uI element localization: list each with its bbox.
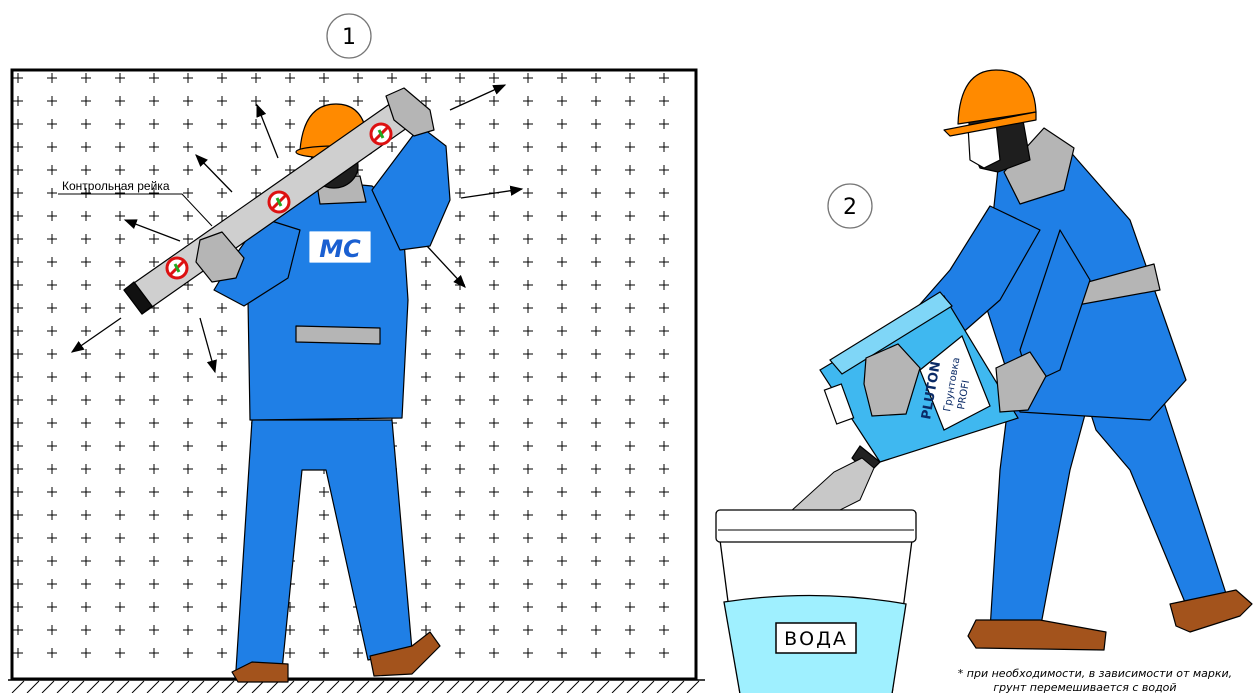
jacket-logo-text: MC bbox=[319, 235, 361, 263]
panel-step-1: 1 Контрольная рейка bbox=[8, 14, 705, 693]
footnote-line-1: * при необходимости, в зависимости от ма… bbox=[958, 667, 1232, 680]
jacket-logo: MC bbox=[310, 232, 370, 263]
step-1-number: 1 bbox=[342, 25, 356, 50]
no-sign-icon bbox=[269, 192, 289, 212]
step-1-badge: 1 bbox=[327, 14, 371, 58]
water-bucket: ВОДА bbox=[716, 510, 916, 693]
footnote-line-2: грунт перемешивается с водой bbox=[993, 681, 1176, 693]
no-sign-icon bbox=[371, 124, 391, 144]
step-2-number: 2 bbox=[843, 195, 857, 220]
footnote: * при необходимости, в зависимости от ма… bbox=[958, 667, 1232, 693]
rail-label: Контрольная рейка bbox=[62, 179, 170, 193]
pouring-stream bbox=[790, 458, 874, 512]
panel-step-2: 2 bbox=[716, 70, 1252, 693]
step-2-badge: 2 bbox=[828, 184, 872, 228]
no-sign-icon bbox=[167, 258, 187, 278]
ground-hatch-icon bbox=[12, 681, 699, 693]
bucket-label: ВОДА bbox=[784, 628, 848, 650]
front-boot bbox=[968, 620, 1106, 650]
belt bbox=[296, 326, 380, 344]
